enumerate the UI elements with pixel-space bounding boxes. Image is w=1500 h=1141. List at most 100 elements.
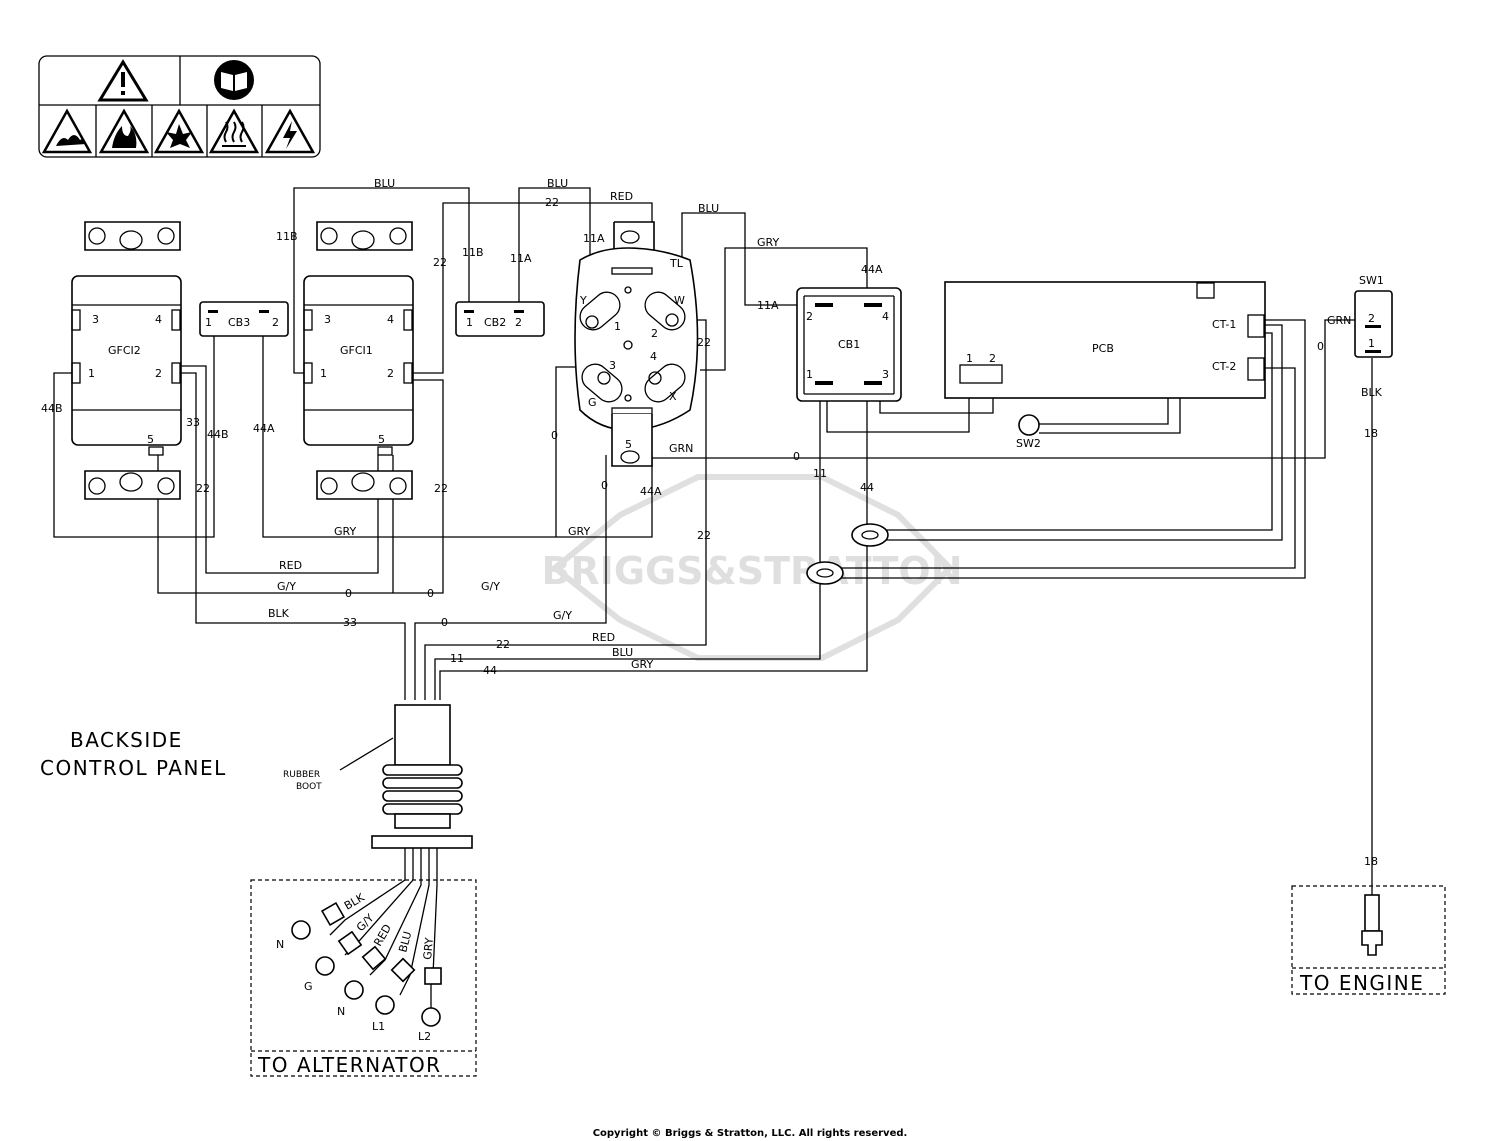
engine-connector: TO ENGINE — [1291, 885, 1446, 995]
wire-number: 22 — [697, 529, 711, 542]
terminal-number: 2 — [1368, 312, 1375, 325]
terminal-number: 1 — [466, 316, 473, 329]
terminal-number: 3 — [324, 313, 331, 326]
wire-number: 0 — [551, 429, 558, 442]
sw1-switch: SW1 2 1 — [1354, 274, 1393, 358]
terminal-number: 4 — [387, 313, 394, 326]
terminal-number: 2 — [272, 316, 279, 329]
terminal-number: 5 — [378, 433, 385, 446]
explosion-icon — [153, 108, 205, 154]
fire-icon — [98, 108, 150, 154]
gfci1-label: GFCI1 — [340, 344, 373, 357]
terminal-number: 4 — [155, 313, 162, 326]
wire-number: 44 — [483, 664, 497, 677]
pcb-board: PCB 1 2 CT-1 CT-2 — [944, 281, 1266, 399]
wire-number: 44A — [861, 263, 883, 276]
wire-number: 0 — [793, 450, 800, 463]
lead-terminal-label: G — [304, 980, 313, 993]
tl-label: TL — [669, 257, 684, 270]
wire-number: 11B — [276, 230, 298, 243]
wire-label: G/Y — [277, 580, 296, 593]
watermark-text: BRIGGS&STRATTON — [541, 549, 962, 593]
toxic-gas-icon — [41, 108, 93, 154]
wire-label: GRY — [334, 525, 356, 538]
rubber-boot: RUBBER BOOT — [283, 704, 473, 849]
terminal-number: 1 — [320, 367, 327, 380]
wire-label: GRY — [631, 658, 653, 671]
wire-number: 11B — [462, 246, 484, 259]
sw2-switch: SW2 — [1016, 414, 1041, 450]
wire-number: 11A — [510, 252, 532, 265]
wire-label: GRN — [669, 442, 693, 455]
copyright-notice: Copyright © Briggs & Stratton, LLC. All … — [593, 1128, 908, 1139]
terminal-letter: Y — [579, 294, 587, 307]
gfci1-receptacle: GFCI1 3 4 1 2 5 — [303, 221, 414, 500]
wire-number: 44B — [41, 402, 63, 415]
wire-number: 44 — [860, 481, 874, 494]
cb1-breaker: 2 4 CB1 1 3 — [796, 287, 902, 402]
current-transformer-rings — [806, 523, 889, 585]
ct2-label: CT-2 — [1212, 360, 1236, 373]
wire-number: 11A — [757, 299, 779, 312]
wire-number: 44A — [253, 422, 275, 435]
wire-number: 0 — [441, 616, 448, 629]
warning-decal — [38, 55, 321, 158]
twist-lock-receptacle: TL Y 1 W 2 3 4 G X 5 — [574, 221, 699, 467]
wire-number: 44A — [640, 485, 662, 498]
terminal-letter: W — [674, 294, 685, 307]
terminal-number: 2 — [155, 367, 162, 380]
wire-label: BLK — [268, 607, 290, 620]
wire-label: BLU — [698, 202, 719, 215]
wire-number: 22 — [434, 482, 448, 495]
control-panel-label: CONTROL PANEL — [40, 756, 227, 780]
terminal-number: 4 — [882, 310, 889, 323]
alert-icon — [97, 59, 149, 102]
lead-color-label: G/Y — [354, 911, 377, 934]
sw2-label: SW2 — [1016, 437, 1041, 450]
rubber-boot-label: RUBBER — [283, 770, 320, 780]
cb2-breaker: 1 CB2 2 — [455, 301, 545, 337]
lead-color-label: GRY — [421, 937, 436, 961]
terminal-number: 1 — [88, 367, 95, 380]
wire-label: G/Y — [481, 580, 500, 593]
wire-number: 0 — [427, 587, 434, 600]
pcb-label: PCB — [1092, 342, 1114, 355]
shock-icon — [264, 108, 316, 154]
wire-number: 22 — [433, 256, 447, 269]
alternator-leads: BLK G/Y RED BLU GRY N G N L1 L2 TO ALTER… — [250, 879, 477, 1077]
wire-number: 11 — [450, 652, 464, 665]
backside-label: BACKSIDE — [70, 728, 183, 752]
cb3-label: CB3 — [228, 316, 250, 329]
terminal-number: 2 — [806, 310, 813, 323]
cb1-label: CB1 — [838, 338, 860, 351]
wire-number: 33 — [186, 416, 200, 429]
lead-terminal-label: N — [276, 938, 284, 951]
wire-label: G/Y — [553, 609, 572, 622]
wire-number: 0 — [601, 479, 608, 492]
terminal-number: 1 — [966, 352, 973, 365]
gfci2-receptacle: GFCI2 3 4 1 2 5 — [71, 221, 182, 500]
lead-terminal-label: L1 — [372, 1020, 385, 1033]
terminal-number: 1 — [1368, 337, 1375, 350]
manual-icon — [214, 60, 254, 100]
wire-label: GRN — [1327, 314, 1351, 327]
terminal-number: 4 — [650, 350, 657, 363]
wire-number: 22 — [496, 638, 510, 651]
cb3-breaker: 1 CB3 2 — [199, 301, 289, 337]
terminal-number: 1 — [806, 368, 813, 381]
wire-number: 33 — [343, 616, 357, 629]
terminal-number: 2 — [651, 327, 658, 340]
terminal-number: 2 — [515, 316, 522, 329]
ct1-label: CT-1 — [1212, 318, 1236, 331]
wire-label: BLU — [374, 177, 395, 190]
rubber-boot-label: BOOT — [296, 782, 322, 792]
wire-label: BLK — [1361, 386, 1383, 399]
lead-color-label: RED — [371, 922, 394, 948]
wire-number: 44B — [207, 428, 229, 441]
lead-terminal-label: L2 — [418, 1030, 431, 1043]
wire-number: 22 — [545, 196, 559, 209]
cb2-label: CB2 — [484, 316, 506, 329]
terminal-number: 5 — [625, 438, 632, 451]
gfci2-label: GFCI2 — [108, 344, 141, 357]
